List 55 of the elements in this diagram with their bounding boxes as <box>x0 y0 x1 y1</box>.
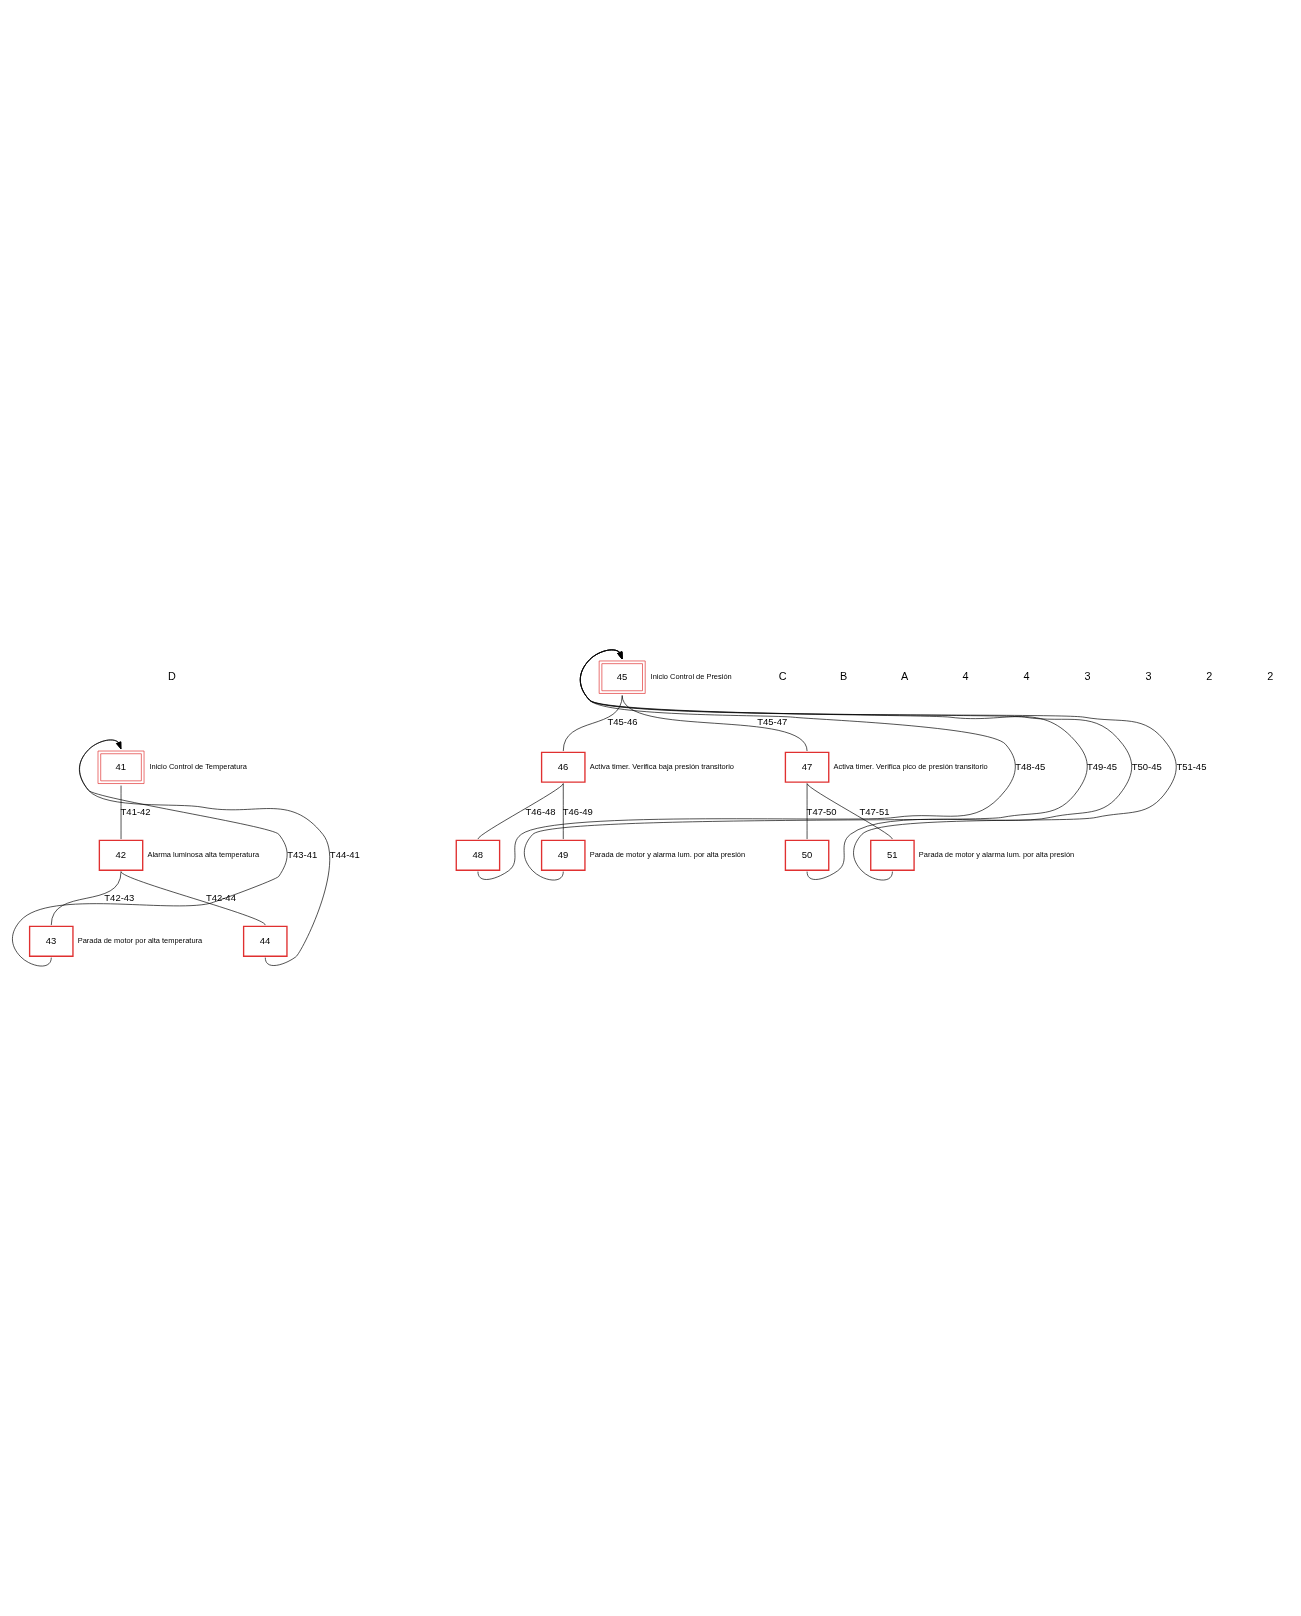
edge-label: T42-43 <box>104 891 135 903</box>
connector <box>120 785 122 840</box>
node-label: Parada de motor y alarma lum. por alta presión <box>918 850 1075 860</box>
label: 2 <box>1206 669 1213 682</box>
label: 4 <box>962 669 969 682</box>
edge-label: T50-45 <box>1131 760 1162 772</box>
label: C <box>778 669 787 682</box>
edge-label: T42-44 <box>205 891 236 903</box>
node-label: Inicio Control de Temperatura <box>149 762 247 772</box>
node-label: Alarma luminosa alta temperatura <box>147 850 260 860</box>
edge-label: T49-45 <box>1087 760 1118 772</box>
label: 3 <box>1145 669 1152 682</box>
edge-label: T46-49 <box>562 805 593 817</box>
label: 2 <box>1267 669 1274 682</box>
node-box: 47 <box>784 751 830 783</box>
arrow <box>477 649 1016 880</box>
connector <box>50 871 122 926</box>
arrow <box>523 649 1088 881</box>
label: A <box>900 669 909 682</box>
label: 3 <box>1084 669 1091 682</box>
connector <box>120 871 266 926</box>
arrow <box>79 739 330 966</box>
node-box: 49 <box>540 839 586 871</box>
node-box: 42 <box>98 839 144 871</box>
edge-label: T45-47 <box>757 715 788 727</box>
node-label: Inicio Control de Presión <box>650 672 732 682</box>
edge-label: T45-46 <box>607 715 638 727</box>
edge-label: T46-48 <box>525 805 556 817</box>
node-box: 51 <box>870 839 915 871</box>
edge-label: T43-41 <box>287 848 318 860</box>
edge-label: T47-51 <box>859 805 890 817</box>
connector <box>621 695 808 752</box>
node-label: Parada de motor por alta temperatura <box>77 936 203 946</box>
edge-label: T44-41 <box>329 848 360 860</box>
connector <box>562 783 564 840</box>
edge-label: T51-45 <box>1176 760 1207 772</box>
node-label: Parada de motor y alarma lum. por alta presión <box>589 850 746 860</box>
edge-label: T41-42 <box>120 805 151 817</box>
edge-label: T48-45 <box>1015 760 1046 772</box>
node-box: 50 <box>784 839 830 871</box>
node-box: 48 <box>455 839 501 871</box>
connector <box>806 783 808 840</box>
node-box: 43 <box>28 925 74 957</box>
edge-label: T47-50 <box>806 805 837 817</box>
label: 4 <box>1023 669 1030 682</box>
node-label: Activa timer. Verifica baja presión transitorio <box>589 762 734 772</box>
node-box: 44 <box>242 925 288 957</box>
node-label: Activa timer. Verifica pico de presión transitorio <box>833 762 988 772</box>
connector <box>806 783 893 840</box>
connector <box>477 783 564 840</box>
connector <box>562 695 623 752</box>
arrow <box>12 739 288 967</box>
node-box: 46 <box>540 751 586 783</box>
label: D <box>167 669 176 682</box>
label: B <box>840 669 848 682</box>
